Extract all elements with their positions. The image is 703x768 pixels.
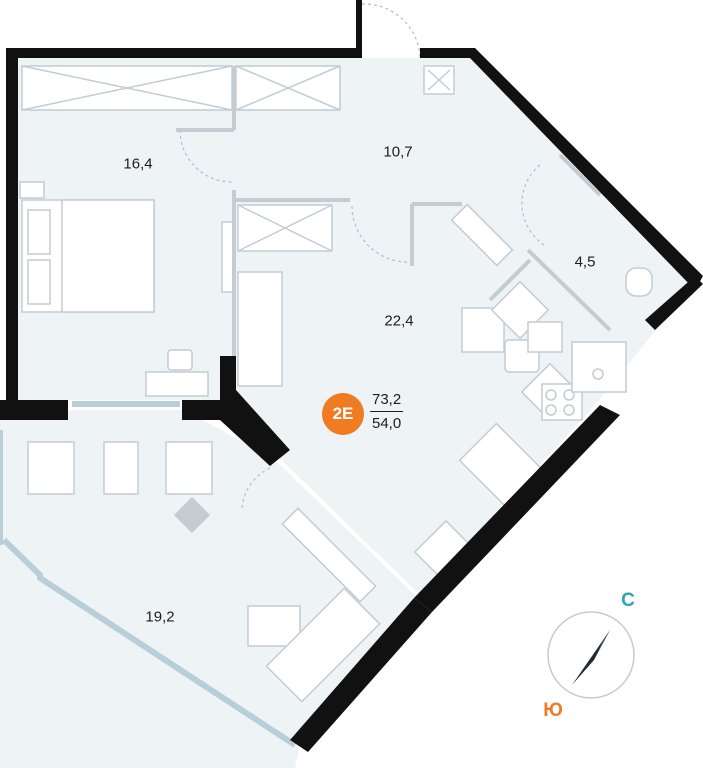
wall-terrace-mid	[182, 390, 290, 466]
total-area: 73,2	[370, 392, 404, 412]
room-area-hall: 10,7	[383, 143, 413, 161]
apartment-area-fraction: 73,2 54,0	[370, 392, 404, 432]
compass-south-label: Ю	[543, 700, 563, 721]
tv-console	[281, 507, 377, 603]
door-swings	[179, 3, 545, 511]
glazing	[0, 401, 297, 748]
desk-chair	[167, 349, 193, 371]
compass-north-label: С	[621, 590, 635, 611]
wall-partition	[220, 356, 236, 406]
wall-top-right	[420, 48, 703, 290]
desk	[145, 371, 209, 397]
compass	[547, 611, 635, 699]
terrace-sofa	[265, 587, 381, 703]
room-area-bedroom: 16,4	[123, 155, 153, 173]
wall-kitchen	[414, 405, 620, 612]
pillow-2	[27, 259, 51, 305]
pillow-1	[27, 209, 51, 255]
room-area-living-kitchen: 22,4	[384, 312, 414, 330]
shower	[571, 341, 627, 393]
terrace-chair-2	[165, 441, 213, 495]
room-area-bathroom: 4,5	[574, 253, 596, 271]
blanket	[61, 199, 155, 313]
nightstand	[19, 181, 45, 199]
terrace-table	[103, 441, 139, 495]
toilet	[625, 267, 653, 297]
room-area-terrace: 19,2	[145, 608, 175, 626]
furniture	[19, 65, 653, 703]
compass-needle	[572, 630, 610, 685]
wall-terrace-left	[0, 400, 68, 420]
wall-bath-right	[645, 276, 703, 330]
door-frame	[356, 0, 362, 58]
compass-ring	[547, 611, 635, 699]
wall-east-lower	[290, 598, 432, 752]
apartment-type-badge: 2E	[322, 393, 364, 435]
terrace-plant	[173, 496, 211, 534]
bath-sink	[527, 321, 563, 353]
terrace-chair-1	[27, 441, 75, 495]
terrace-ottoman	[247, 605, 301, 647]
hall-cabinet	[450, 203, 514, 267]
living-area: 54,0	[372, 415, 402, 432]
walls	[0, 0, 703, 752]
sofa-living	[237, 271, 283, 387]
partitions	[176, 66, 612, 356]
